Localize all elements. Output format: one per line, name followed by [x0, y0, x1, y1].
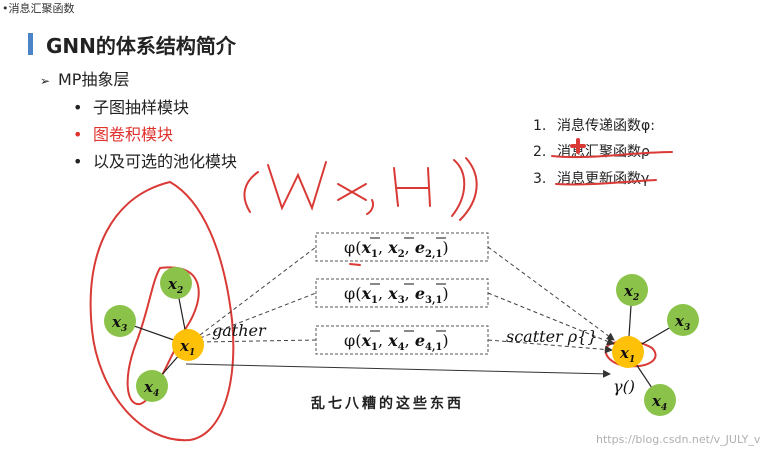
- function-item: 1. 消息传递函数φ:: [533, 115, 655, 135]
- svg-text:x2: x2: [167, 275, 183, 296]
- bullet-text: 图卷积模块: [93, 125, 174, 144]
- arrow-bullet-icon: ➢: [40, 74, 51, 88]
- left-node-x4: x4: [136, 370, 168, 402]
- bullet-dot-icon: •: [73, 152, 83, 171]
- right-node-x3: x3: [667, 304, 699, 336]
- function-number: 2.: [533, 144, 547, 160]
- right-graph-nodes: x2 x3 x1 x4: [612, 274, 699, 416]
- scatter-dashed-lines: [487, 246, 615, 354]
- mp-layer-label: MP抽象层: [58, 70, 130, 89]
- scatter-label: scatter ρ{}: [506, 327, 598, 346]
- svg-text:x4: x4: [651, 392, 667, 413]
- function-number: 1.: [533, 118, 547, 134]
- handwritten-caption: 乱七八糟的这些东西: [311, 396, 464, 412]
- function-text: 消息更新函数γ: [557, 171, 650, 187]
- right-node-x2: x2: [616, 274, 648, 306]
- right-node-x1: x1: [612, 336, 644, 368]
- watermark-text: https://blog.csdn.net/v_JULY_v: [596, 433, 761, 446]
- right-node-x4: x4: [644, 384, 676, 416]
- left-graph-nodes: x2 x3 x1 x4: [104, 267, 204, 402]
- message-boxes: [315, 232, 489, 355]
- svg-text:x3: x3: [674, 312, 690, 333]
- message-formula: φ(x1, x4, e4,1): [344, 331, 449, 353]
- svg-text:x1: x1: [179, 337, 195, 358]
- function-text: 消息传递函数φ:: [557, 118, 655, 134]
- title-accent-bar: [28, 33, 33, 55]
- svg-text:φ(x1, x2, e2,1): φ(x1, x2, e2,1): [344, 238, 449, 260]
- svg-text:x4: x4: [143, 378, 159, 399]
- function-item: 3. 消息更新函数γ: [533, 168, 649, 188]
- update-arrow: [185, 363, 611, 378]
- bullet-item: • 以及可选的池化模块: [73, 148, 237, 172]
- bullet-item-highlighted: • 图卷积模块: [73, 121, 173, 145]
- bullet-dot-icon: •: [73, 98, 83, 117]
- function-number: 3.: [533, 171, 547, 187]
- slide-title: GNN的体系结构简介: [46, 34, 236, 58]
- left-node-x2: x2: [160, 267, 192, 299]
- mp-layer-heading: ➢ MP抽象层: [40, 66, 129, 90]
- svg-text:x3: x3: [111, 313, 127, 334]
- svg-text:x2: x2: [623, 282, 639, 303]
- svg-text:φ(x1, x4, e4,1): φ(x1, x4, e4,1): [344, 331, 449, 353]
- svg-text:φ(x1, x3, e3,1): φ(x1, x3, e3,1): [344, 284, 449, 306]
- left-ellipse-stroke: [89, 180, 235, 442]
- red-annotations: [89, 138, 673, 442]
- bullet-item: • 子图抽样模块: [73, 94, 189, 118]
- top-caption: •消息汇聚函数: [2, 2, 75, 15]
- gamma-label: γ(): [613, 377, 635, 396]
- vector-arrow-marks: [370, 237, 446, 332]
- gather-label: gather: [212, 321, 267, 340]
- left-node-x1: x1: [172, 329, 204, 361]
- gather-dashed-lines: [199, 246, 317, 343]
- left-node-x3: x3: [104, 305, 136, 337]
- bullet-text: 子图抽样模块: [93, 98, 190, 117]
- bullet-dot-icon: •: [73, 125, 83, 144]
- message-formula: φ(x1, x2, e2,1): [344, 238, 449, 260]
- handwritten-formula-stroke: [243, 171, 259, 213]
- svg-text:x1: x1: [619, 344, 635, 365]
- message-formula: φ(x1, x3, e3,1): [344, 284, 449, 306]
- bullet-text: 以及可选的池化模块: [93, 152, 238, 171]
